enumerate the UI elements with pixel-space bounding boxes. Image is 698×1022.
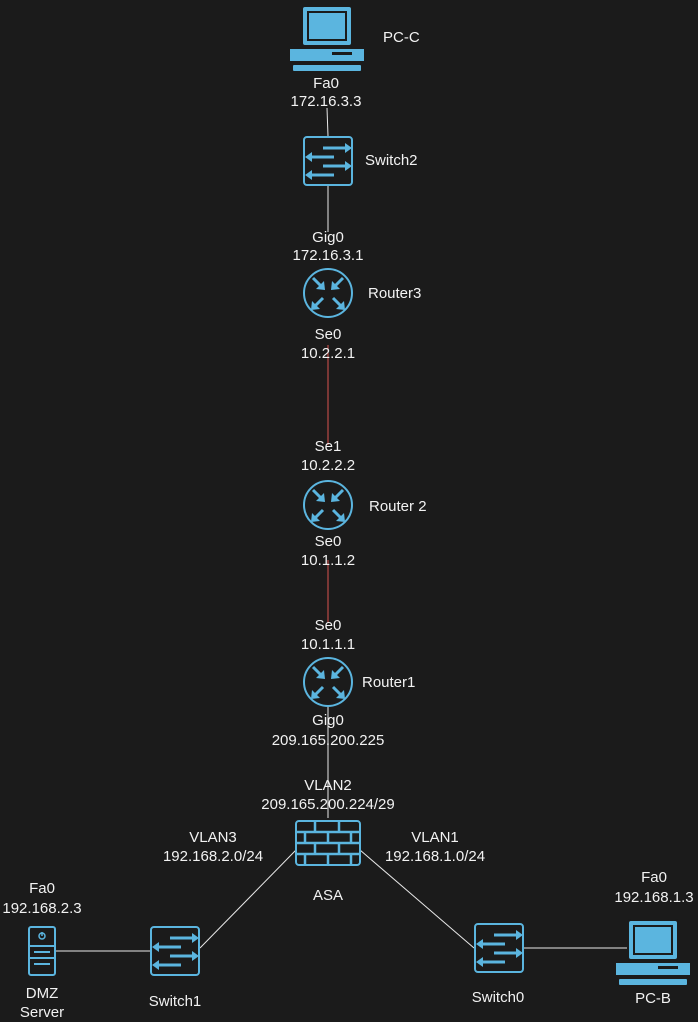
link-pc-c-switch2 bbox=[326, 107, 329, 137]
pc-b-ip: 192.168.1.3 bbox=[614, 889, 694, 906]
router1-icon[interactable] bbox=[303, 657, 353, 707]
router3-top-iface: Gig0 bbox=[312, 229, 344, 246]
pc-b-label: PC-B bbox=[635, 990, 671, 1007]
router1-bottom-ip: 209.165.200.225 bbox=[271, 732, 385, 749]
switch2-label: Switch2 bbox=[365, 152, 418, 169]
switch1-label: Switch1 bbox=[148, 993, 202, 1010]
asa-vlan2-label: VLAN2 bbox=[304, 777, 352, 794]
asa-label: ASA bbox=[312, 887, 344, 904]
dmz-iface: Fa0 bbox=[29, 880, 55, 897]
router3-top-ip: 172.16.3.1 bbox=[292, 247, 364, 264]
router2-top-iface: Se1 bbox=[314, 438, 342, 455]
pc-c-iface: Fa0 bbox=[313, 75, 339, 92]
router2-top-ip: 10.2.2.2 bbox=[300, 457, 356, 474]
router2-bottom-iface: Se0 bbox=[314, 533, 342, 550]
switch2-icon[interactable] bbox=[303, 136, 353, 186]
router1-label: Router1 bbox=[362, 674, 416, 691]
router3-bottom-iface: Se0 bbox=[314, 326, 342, 343]
pc-c-ip: 172.16.3.3 bbox=[290, 93, 362, 110]
router3-bottom-ip: 10.2.2.1 bbox=[300, 345, 356, 362]
link-asa-switch1 bbox=[199, 849, 297, 949]
router1-bottom-iface: Gig0 bbox=[312, 712, 344, 729]
dmz-ip: 192.168.2.3 bbox=[2, 900, 82, 917]
asa-firewall-icon[interactable] bbox=[295, 820, 361, 866]
asa-vlan3-net: 192.168.2.0/24 bbox=[162, 848, 264, 865]
dmz-server-icon[interactable] bbox=[28, 926, 56, 976]
router3-icon[interactable] bbox=[303, 268, 353, 318]
pc-c-icon[interactable] bbox=[288, 4, 366, 74]
switch1-icon[interactable] bbox=[150, 926, 200, 976]
asa-vlan1-net: 192.168.1.0/24 bbox=[384, 848, 486, 865]
link-asa-switch0 bbox=[359, 849, 475, 949]
pc-b-icon[interactable] bbox=[614, 918, 692, 988]
pc-c-label: PC-C bbox=[383, 29, 420, 46]
switch0-icon[interactable] bbox=[474, 923, 524, 973]
router1-top-ip: 10.1.1.1 bbox=[300, 636, 356, 653]
router3-label: Router3 bbox=[368, 285, 422, 302]
router2-label: Router 2 bbox=[369, 498, 427, 515]
dmz-label-line1: DMZ bbox=[25, 985, 59, 1002]
asa-vlan3-label: VLAN3 bbox=[189, 829, 237, 846]
pc-b-iface: Fa0 bbox=[641, 869, 667, 886]
asa-vlan1-label: VLAN1 bbox=[411, 829, 459, 846]
dmz-label-line2: Server bbox=[19, 1004, 65, 1021]
router2-bottom-ip: 10.1.1.2 bbox=[300, 552, 356, 569]
router2-icon[interactable] bbox=[303, 480, 353, 530]
router1-top-iface: Se0 bbox=[314, 617, 342, 634]
asa-vlan2-net: 209.165.200.224/29 bbox=[261, 796, 395, 813]
switch0-label: Switch0 bbox=[471, 989, 525, 1006]
